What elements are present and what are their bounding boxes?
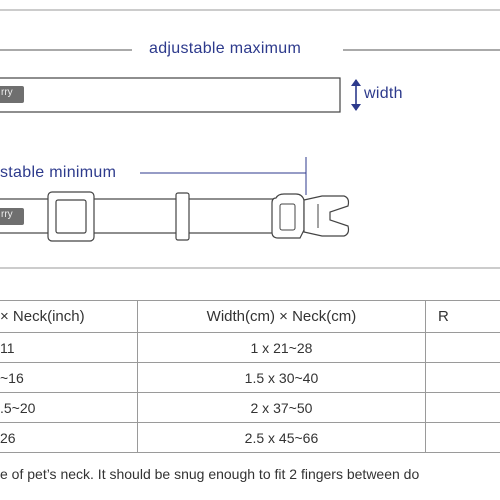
release-buckle-window bbox=[279, 203, 296, 231]
header-neck-inch: × Neck(inch) bbox=[0, 300, 138, 333]
cell-partial bbox=[425, 362, 500, 393]
size-table: × Neck(inch) Width(cm) × Neck(cm) R 11 1… bbox=[0, 300, 500, 453]
brand-tag-min bbox=[0, 208, 24, 225]
sizing-note: e of pet’s neck. It should be snug enoug… bbox=[0, 466, 420, 482]
adjustable-minimum-label: stable minimum bbox=[0, 164, 119, 182]
width-arrow-down-head bbox=[351, 104, 361, 111]
cell-neck-inch: 11 bbox=[0, 332, 138, 363]
table-row: ~16 1.5 x 30~40 bbox=[0, 362, 500, 393]
table-row: .5~20 2 x 37~50 bbox=[0, 392, 500, 423]
cell-width-neck-cm: 1.5 x 30~40 bbox=[137, 362, 426, 393]
cell-width-neck-cm: 2 x 37~50 bbox=[137, 392, 426, 423]
brand-tag-max-text: rry bbox=[1, 87, 13, 98]
collar-min-strap bbox=[0, 198, 281, 234]
cell-partial bbox=[425, 332, 500, 363]
table-row: 26 2.5 x 45~66 bbox=[0, 422, 500, 453]
cell-partial bbox=[425, 392, 500, 423]
table-header-row: × Neck(inch) Width(cm) × Neck(cm) R bbox=[0, 300, 500, 333]
keeper-loop bbox=[175, 192, 190, 241]
brand-tag-min-text: rry bbox=[1, 209, 13, 220]
header-partial: R bbox=[425, 300, 500, 333]
cell-neck-inch: 26 bbox=[0, 422, 138, 453]
table-row: 11 1 x 21~28 bbox=[0, 332, 500, 363]
width-arrow-up-head bbox=[351, 79, 361, 86]
cell-neck-inch: .5~20 bbox=[0, 392, 138, 423]
width-label: width bbox=[362, 85, 405, 103]
collar-max-strap bbox=[0, 77, 341, 113]
brand-tag-max bbox=[0, 86, 24, 103]
header-width-neck-cm: Width(cm) × Neck(cm) bbox=[137, 300, 426, 333]
release-buckle-male bbox=[303, 195, 350, 237]
cell-width-neck-cm: 2.5 x 45~66 bbox=[137, 422, 426, 453]
cell-partial bbox=[425, 422, 500, 453]
adjustable-maximum-label: adjustable maximum bbox=[143, 40, 308, 58]
cell-width-neck-cm: 1 x 21~28 bbox=[137, 332, 426, 363]
cell-neck-inch: ~16 bbox=[0, 362, 138, 393]
slide-buckle-inner bbox=[55, 199, 87, 234]
